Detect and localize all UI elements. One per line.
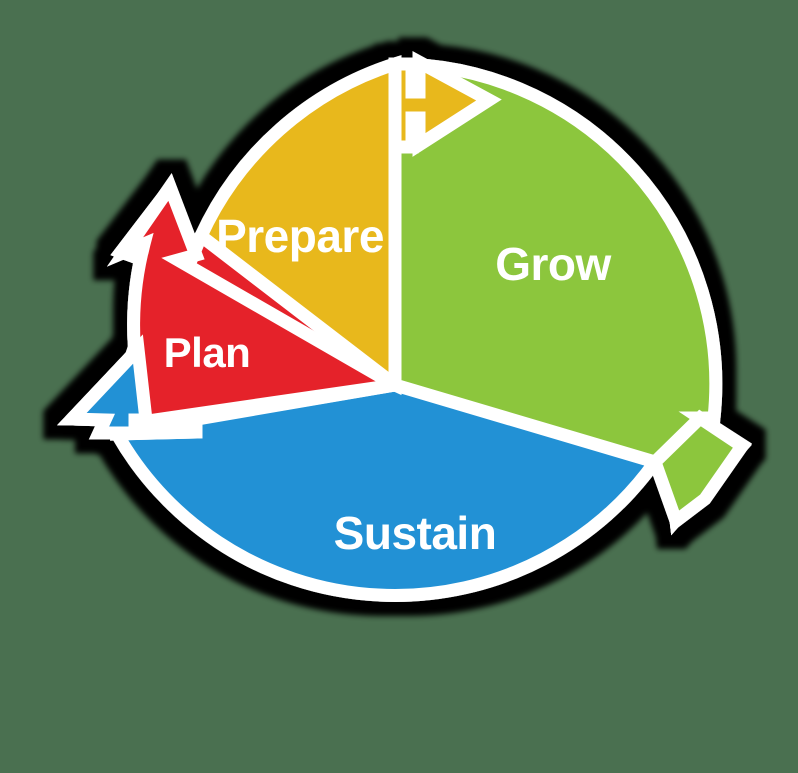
segment-label-plan: Plan: [164, 329, 251, 376]
arrowhead-sustain-to-plan-shape: [57, 334, 154, 440]
segment-label-sustain: Sustain: [334, 507, 497, 559]
segment-grow[interactable]: [388, 57, 752, 536]
arrowhead-sustain-to-plan: [57, 334, 154, 440]
segment-label-prepare: Prepare: [216, 210, 384, 262]
arrowhead-grow-to-sustain: [647, 409, 752, 532]
arrowhead-prepare-to-grow-shape: [388, 51, 502, 157]
wheel-group: [57, 51, 752, 602]
segment-label-grow: Grow: [495, 238, 611, 290]
arrowhead-grow-to-sustain-shape: [647, 409, 752, 532]
arrowhead-prepare-to-grow: [388, 51, 502, 157]
segment-grow-shape[interactable]: [388, 57, 752, 536]
